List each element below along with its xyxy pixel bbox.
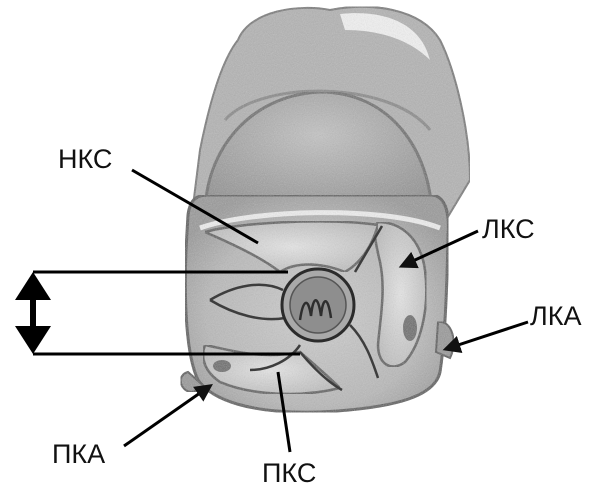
label-lka: ЛКА bbox=[530, 301, 581, 331]
leader-pka bbox=[124, 386, 210, 446]
label-lks: ЛКС bbox=[482, 214, 535, 244]
measure-arrowhead-up bbox=[15, 272, 51, 300]
measure-arrowhead-down bbox=[15, 326, 51, 354]
leader-lka bbox=[446, 322, 528, 349]
label-pks: ПКС bbox=[262, 458, 316, 486]
label-nks: НКС bbox=[58, 144, 112, 174]
label-pka: ПКА bbox=[52, 439, 105, 469]
valve-orifice bbox=[282, 269, 354, 341]
